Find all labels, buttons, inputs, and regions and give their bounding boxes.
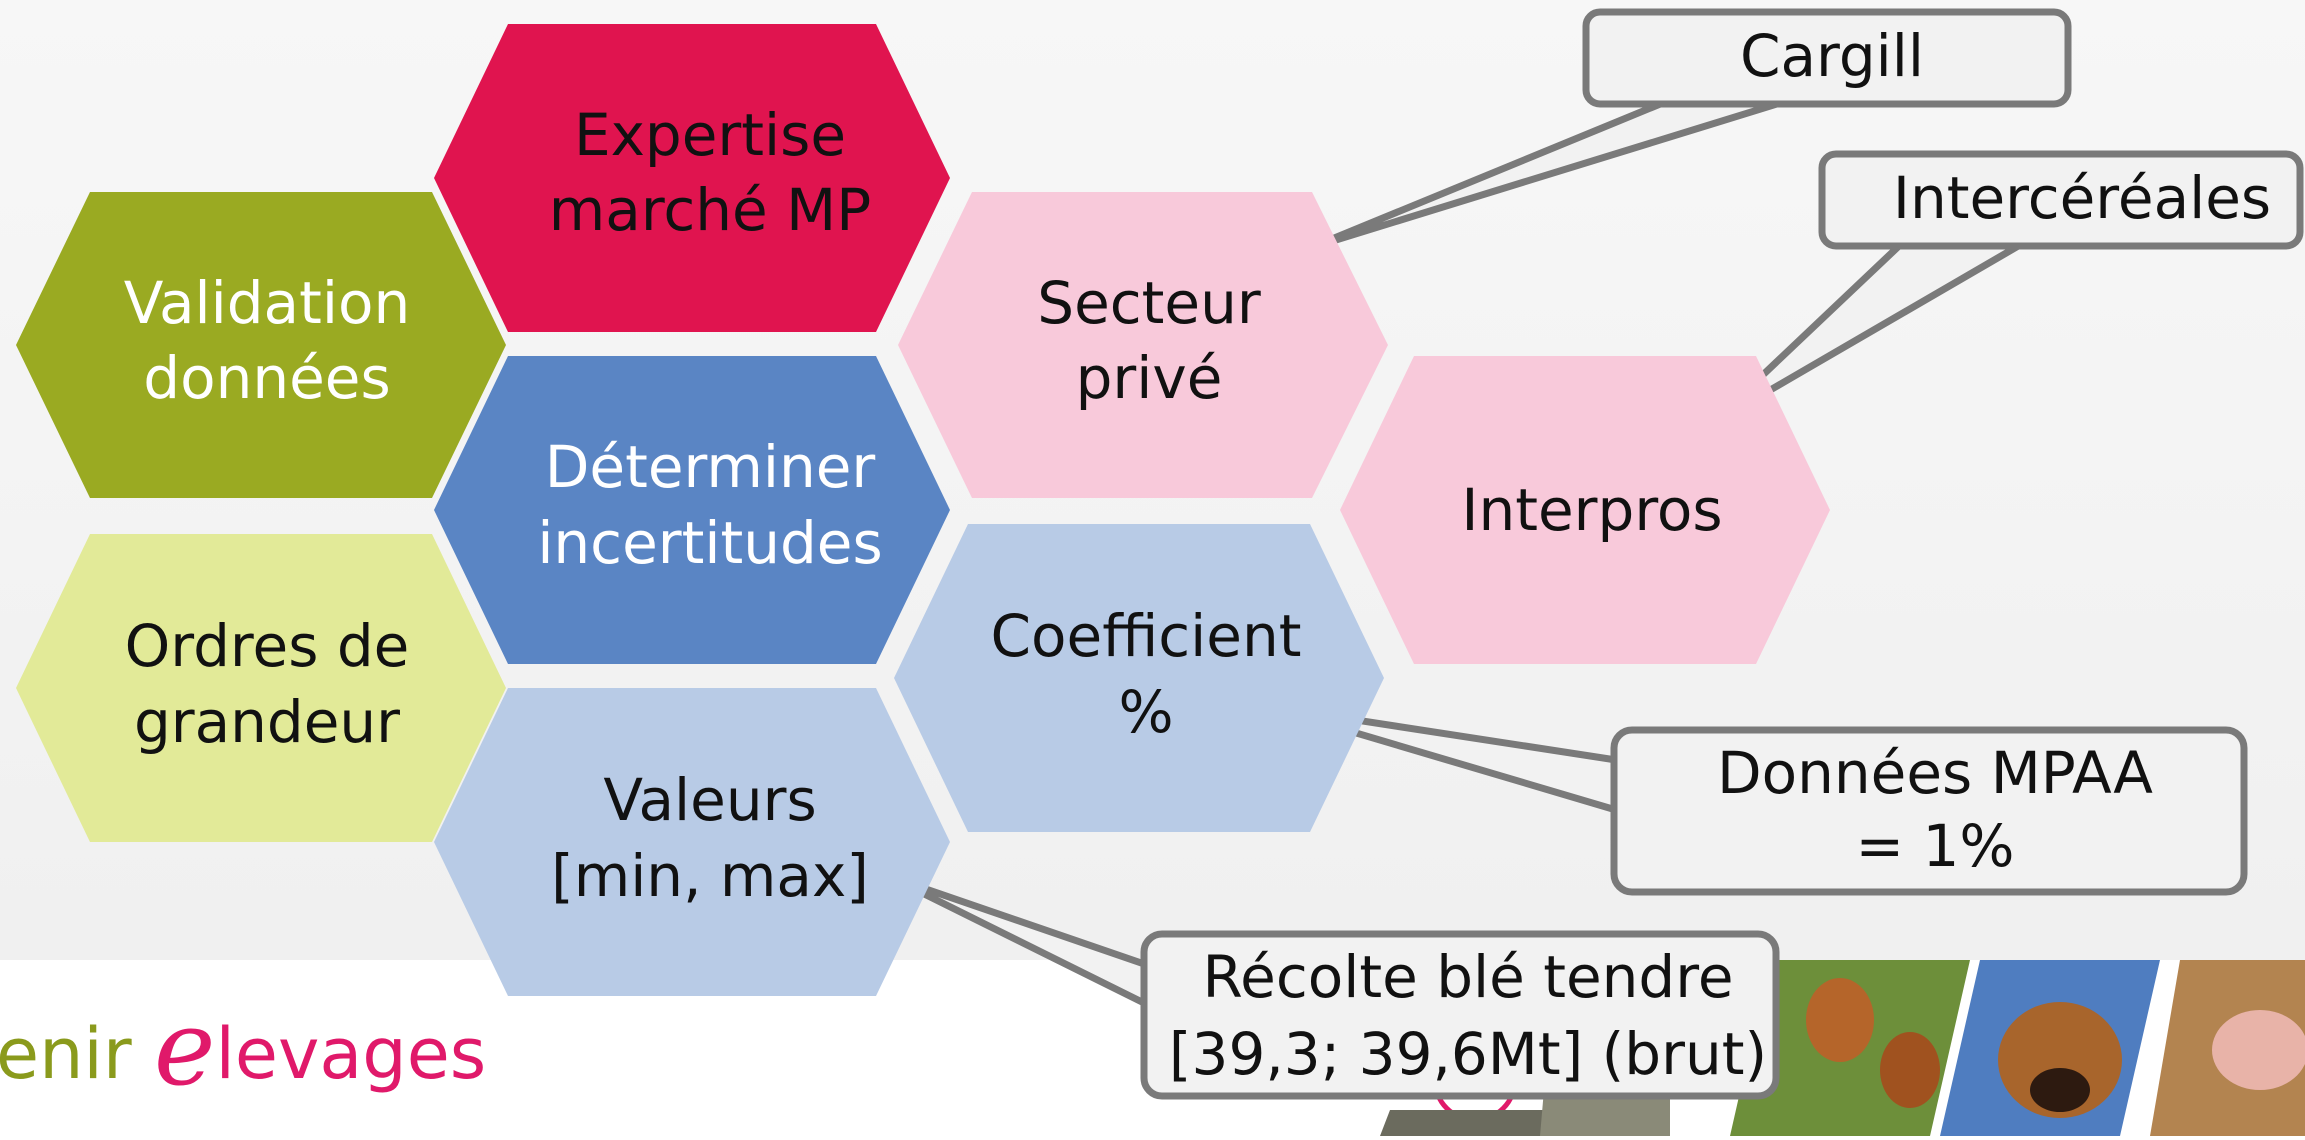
hex-determiner-line2: incertitudes [537,509,882,577]
callout-intercereales: Intercéréales [1818,150,2304,250]
hex-determiner-line1: Déterminer [545,433,876,501]
cargill-pointer [1306,96,1794,252]
callout-cargill-label: Cargill [1740,22,1924,90]
hex-valeurs-line1: Valeurs [603,766,816,834]
hex-expertise: Expertise marché MP [434,24,950,332]
hex-validation-line2: données [143,344,390,412]
hex-expertise-line2: marché MP [549,176,871,244]
hex-valeurs: Valeurs [min, max] [434,688,950,996]
photo-strip [1370,960,2305,1136]
hex-ordres: Ordres de grandeur [16,534,506,842]
hex-secteur-line2: privé [1076,344,1223,412]
hex-secteur: Secteur privé [898,192,1388,498]
callout-recolte-line2: [39,3; 39,6Mt] (brut) [1169,1020,1767,1088]
hex-expertise-line1: Expertise [574,101,846,169]
hex-coefficient-line1: Coefficient [991,602,1302,670]
callout-intercereales-label: Intercéréales [1893,164,2271,232]
callout-recolte-line1: Récolte blé tendre [1202,943,1733,1011]
chickens-photo [1730,960,1970,1136]
avenir-elevages-logo: enir elevages [0,988,486,1108]
pig-photo [2150,960,2305,1136]
callout-mpaa: Données MPAA = 1% [1610,726,2248,896]
hex-interpros: Interpros [1340,356,1830,664]
callout-mpaa-line1: Données MPAA [1717,739,2153,807]
hex-ordres-line2: grandeur [134,688,400,756]
recolte-pointer [884,872,1154,1010]
hex-validation: Validation données [16,192,506,498]
hex-ordres-line1: Ordres de [125,612,410,680]
logo-suffix: levages [215,1013,487,1095]
cow-photo [1940,960,2160,1136]
callout-cargill: Cargill [1582,8,2072,108]
hex-secteur-line1: Secteur [1037,269,1261,337]
hex-determiner: Déterminer incertitudes [434,356,950,664]
hex-interpros-label: Interpros [1461,476,1722,544]
callout-recolte: Récolte blé tendre [39,3; 39,6Mt] (brut) [1140,930,1780,1100]
hex-coefficient-line2: % [1118,678,1173,746]
hex-coefficient: Coefficient % [894,524,1384,832]
hex-validation-line1: Validation [124,269,410,337]
logo-e-letter: e [153,987,216,1109]
hex-valeurs-line2: [min, max] [551,842,869,910]
callout-mpaa-line2: = 1% [1855,812,2014,880]
logo-prefix: enir [0,1013,154,1095]
